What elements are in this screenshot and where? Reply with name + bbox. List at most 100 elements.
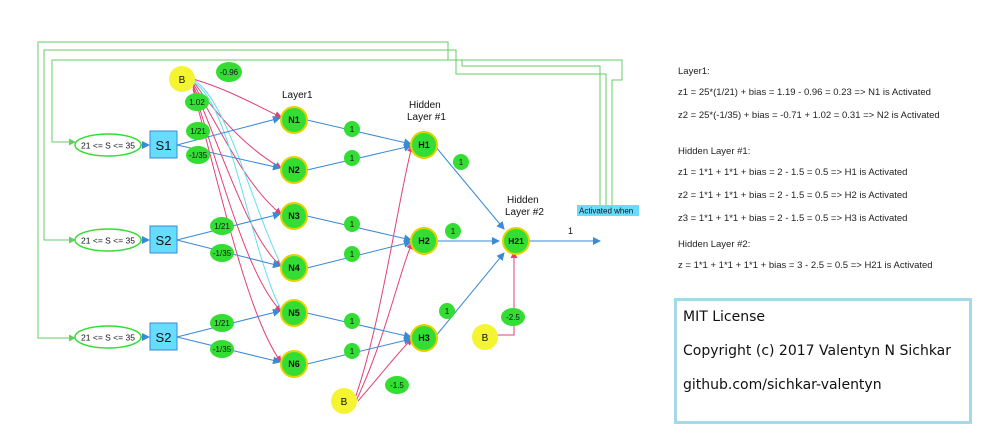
- svg-text:1: 1: [350, 347, 355, 356]
- svg-text:N4: N4: [288, 263, 300, 273]
- node-h2: H2: [410, 227, 438, 255]
- weight-badge: 1: [439, 303, 455, 319]
- svg-text:H2: H2: [418, 236, 430, 246]
- weight-badge: 1: [344, 343, 360, 359]
- equation-line: z2 = 25*(-1/35) + bias = -0.71 + 1.02 = …: [678, 110, 940, 121]
- node-n3: N3: [280, 202, 308, 230]
- weight-badge: 1: [453, 154, 469, 170]
- svg-text:-1/35: -1/35: [213, 345, 232, 354]
- node-n6: N6: [280, 350, 308, 378]
- weight-badge: 1: [344, 246, 360, 262]
- sensor-label: S2: [156, 233, 172, 248]
- weight-badge: 1: [445, 223, 461, 239]
- sensor-box-3: S2: [149, 322, 178, 351]
- svg-text:-1/35: -1/35: [189, 151, 208, 160]
- weight-badge: 1/21: [210, 217, 234, 235]
- layer1-nodes: N1 N2 N3 N4 N5 N6: [280, 106, 308, 378]
- bias-weight-hidden: -1.5: [385, 376, 409, 394]
- svg-text:Hidden: Hidden: [507, 195, 539, 206]
- layer1-title: Layer1: [282, 90, 313, 101]
- svg-text:-1/35: -1/35: [213, 249, 232, 258]
- svg-text:Activated when: Activated when: [579, 207, 633, 216]
- svg-text:H21: H21: [508, 236, 524, 246]
- bias-cyan-connections: [192, 79, 282, 311]
- input-range-label: 21 <= S <= 35: [81, 333, 135, 343]
- license-box: MIT License Copyright (c) 2017 Valentyn …: [674, 298, 972, 424]
- svg-text:Layer #2: Layer #2: [505, 207, 544, 218]
- node-n4: N4: [280, 254, 308, 282]
- weight-badge: 1/21: [210, 314, 234, 332]
- svg-text:N1: N1: [288, 115, 300, 125]
- weight-badge: -1/35: [186, 146, 210, 164]
- svg-text:1: 1: [459, 158, 464, 167]
- svg-text:B: B: [482, 333, 489, 344]
- svg-text:1: 1: [451, 227, 456, 236]
- svg-text:-1.5: -1.5: [390, 381, 404, 390]
- node-h1: H1: [410, 131, 438, 159]
- hidden-weights: 1 1 1: [439, 154, 469, 319]
- svg-text:N3: N3: [288, 211, 300, 221]
- output-value: 1: [568, 226, 573, 236]
- input-weights: 1/21 -1/35 1/21 -1/35 1/21 -1/35: [186, 122, 234, 358]
- svg-text:1: 1: [350, 125, 355, 134]
- hidden-layer2-title: Hidden Layer #2: [505, 195, 544, 218]
- svg-text:1.02: 1.02: [189, 98, 205, 107]
- svg-text:N2: N2: [288, 165, 300, 175]
- bias-node-top: B: [169, 66, 195, 92]
- equations-hidden1-title: Hidden Layer #1:: [678, 146, 751, 157]
- bias-weight-output: -2.5: [501, 308, 525, 326]
- svg-text:Hidden: Hidden: [409, 100, 441, 111]
- equation-line: z1 = 1*1 + 1*1 + bias = 2 - 1.5 = 0.5 =>…: [678, 167, 908, 178]
- bias-weight-n2: 1.02: [185, 93, 209, 111]
- node-n5: N5: [280, 299, 308, 327]
- weight-badge: -1/35: [210, 340, 234, 358]
- input-range-label: 21 <= S <= 35: [81, 236, 135, 246]
- input-range-1: 21 <= S <= 35: [74, 133, 142, 157]
- license-copyright: Copyright (c) 2017 Valentyn N Sichkar: [683, 343, 952, 359]
- input-range-3: 21 <= S <= 35: [74, 325, 142, 349]
- bias-node-output: B: [472, 324, 498, 350]
- activated-when-label: Activated when: [577, 205, 639, 216]
- svg-text:Layer #1: Layer #1: [407, 112, 446, 123]
- svg-text:-0.96: -0.96: [220, 68, 239, 77]
- bias-node-bottom: B: [331, 388, 357, 414]
- svg-text:1/21: 1/21: [214, 319, 230, 328]
- weight-badge: 1: [344, 216, 360, 232]
- sensor-box-2: S2: [149, 225, 178, 254]
- bias-weight-n1: -0.96: [216, 62, 242, 82]
- hidden-nodes: H1 H2 H3: [410, 131, 438, 352]
- weight-badge: 1: [344, 313, 360, 329]
- node-n2: N2: [280, 156, 308, 184]
- svg-text:1: 1: [350, 220, 355, 229]
- equations-hidden2-title: Hidden Layer #2:: [678, 239, 751, 250]
- svg-text:1: 1: [445, 307, 450, 316]
- license-link[interactable]: github.com/sichkar-valentyn: [683, 377, 882, 393]
- weight-badge: 1: [344, 121, 360, 137]
- input-range-label: 21 <= S <= 35: [81, 141, 135, 151]
- license-title: MIT License: [683, 309, 765, 325]
- svg-text:1: 1: [350, 317, 355, 326]
- weight-badge: -1/35: [210, 244, 234, 262]
- equation-line: z = 1*1 + 1*1 + 1*1 + bias = 3 - 2.5 = 0…: [678, 260, 933, 271]
- equations-panel: Layer1: z1 = 25*(1/21) + bias = 1.19 - 0…: [678, 66, 978, 282]
- layer1-weights: 1 1 1 1 1 1: [344, 121, 360, 359]
- svg-text:1/21: 1/21: [214, 222, 230, 231]
- equation-line: z2 = 1*1 + 1*1 + bias = 2 - 1.5 = 0.5 =>…: [678, 190, 908, 201]
- equations-layer1-title: Layer1:: [678, 66, 710, 77]
- equation-line: z1 = 25*(1/21) + bias = 1.19 - 0.96 = 0.…: [678, 87, 931, 98]
- node-h3: H3: [410, 324, 438, 352]
- svg-text:B: B: [341, 397, 348, 408]
- input-range-2: 21 <= S <= 35: [74, 228, 142, 252]
- svg-text:H1: H1: [418, 140, 430, 150]
- hidden-layer-title: Hidden Layer #1: [407, 100, 446, 123]
- svg-text:H3: H3: [418, 333, 430, 343]
- svg-text:B: B: [179, 75, 186, 86]
- svg-text:-2.5: -2.5: [506, 313, 520, 322]
- hidden-output-connections: [434, 145, 601, 338]
- svg-text:N6: N6: [288, 359, 300, 369]
- svg-text:1: 1: [350, 154, 355, 163]
- node-h21: H21: [502, 227, 530, 255]
- sensor-box-1: S1: [149, 130, 178, 159]
- weight-badge: 1/21: [186, 122, 210, 140]
